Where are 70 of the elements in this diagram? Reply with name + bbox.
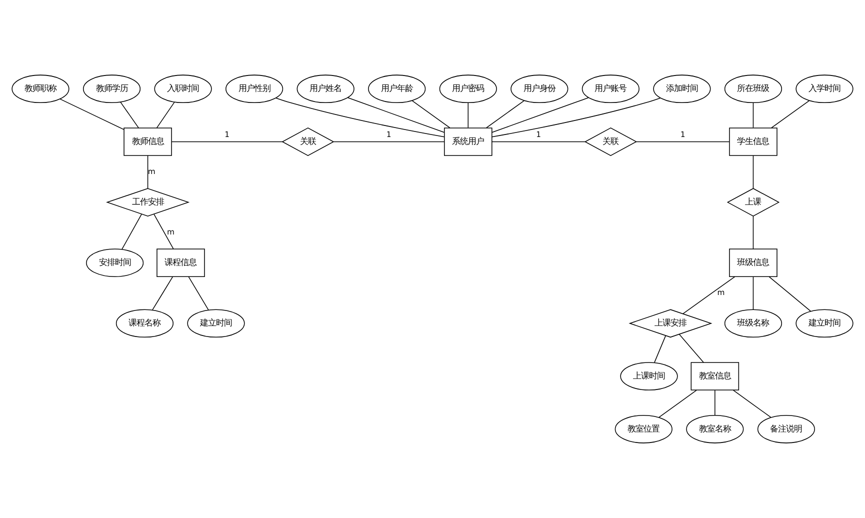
node-ellipse: 建立时间 — [187, 309, 245, 338]
edge-label: 1 — [536, 130, 542, 140]
connector — [654, 335, 666, 363]
node-diamond: 关联 — [282, 128, 334, 156]
node-ellipse: 入职时间 — [154, 74, 212, 104]
connector — [412, 100, 450, 128]
connector — [468, 102, 469, 128]
node-ellipse: 建立时间 — [796, 309, 854, 338]
edge-label: m — [717, 288, 725, 298]
node-ellipse: 入学时间 — [796, 74, 854, 104]
edge-label: 1 — [386, 130, 392, 140]
connector — [492, 141, 586, 142]
node-diamond: 关联 — [584, 128, 638, 156]
node-box: 学生信息 — [729, 128, 778, 156]
connector — [156, 102, 175, 128]
connector — [120, 102, 140, 128]
connector — [732, 390, 772, 418]
connector — [275, 98, 445, 138]
connector — [152, 276, 174, 310]
node-ellipse: 用户姓名 — [296, 74, 354, 104]
connector — [347, 97, 445, 133]
connector — [188, 276, 209, 310]
node-ellipse: 用户性别 — [226, 74, 284, 104]
connector — [752, 216, 754, 250]
node-ellipse: 用户身份 — [510, 74, 568, 104]
connector — [752, 102, 754, 128]
connector — [658, 390, 697, 418]
connector — [636, 141, 730, 142]
connector — [154, 214, 174, 250]
edge-label: 1 — [224, 130, 230, 140]
connector — [492, 98, 661, 138]
connector — [122, 214, 142, 250]
connector — [147, 155, 148, 189]
connector — [682, 276, 736, 314]
node-box: 班级信息 — [729, 248, 778, 277]
node-ellipse: 课程名称 — [116, 309, 174, 338]
node-ellipse: 上课时间 — [620, 362, 678, 390]
node-ellipse: 安排时间 — [86, 248, 144, 277]
connector — [768, 276, 812, 312]
connector — [60, 98, 124, 130]
node-ellipse: 教室位置 — [614, 414, 672, 444]
node-ellipse: 所在班级 — [724, 74, 782, 104]
node-box: 教师信息 — [124, 128, 172, 156]
node-ellipse: 备注说明 — [757, 414, 815, 444]
node-ellipse: 用户账号 — [582, 74, 640, 104]
edge-label: m — [167, 227, 175, 236]
connector — [486, 100, 524, 128]
connector — [752, 276, 754, 310]
node-ellipse: 教师学历 — [82, 74, 141, 104]
node-box: 课程信息 — [156, 248, 205, 277]
node-diamond: 上课 — [726, 188, 780, 217]
connector — [333, 141, 445, 142]
edge-label: m — [148, 166, 156, 176]
node-box: 系统用户 — [444, 128, 492, 156]
connector — [714, 390, 716, 416]
node-ellipse: 用户年龄 — [368, 74, 426, 104]
node-box: 教室信息 — [690, 362, 740, 390]
edge-label: 1 — [680, 130, 686, 140]
node-diamond: 上课安排 — [628, 309, 712, 338]
node-ellipse: 班级名称 — [724, 309, 782, 338]
connector — [492, 97, 589, 133]
node-ellipse: 教室名称 — [686, 414, 744, 444]
node-diamond: 工作安排 — [106, 188, 190, 216]
connector — [771, 100, 810, 128]
node-ellipse: 教师职称 — [12, 74, 70, 104]
connector — [752, 155, 754, 189]
node-ellipse: 用户密码 — [439, 74, 497, 104]
node-ellipse: 添加时间 — [653, 74, 711, 104]
connector — [678, 334, 704, 363]
connector — [171, 141, 283, 142]
